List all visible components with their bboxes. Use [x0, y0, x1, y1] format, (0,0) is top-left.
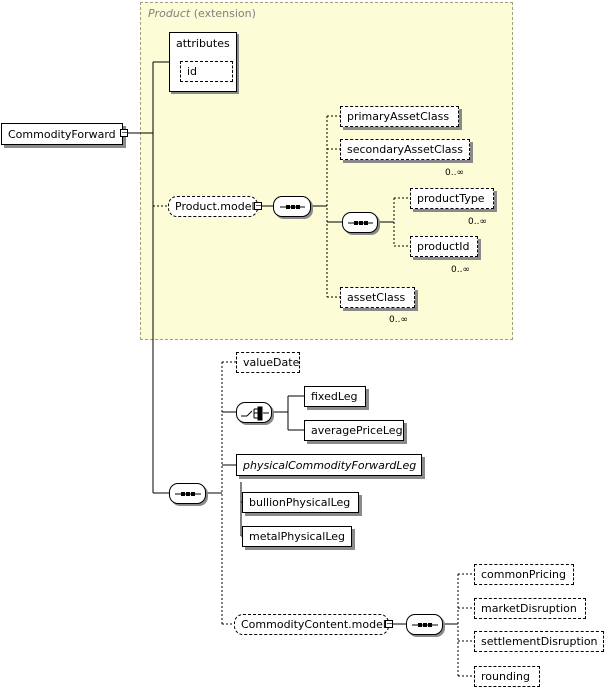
element-bullion-physical-leg[interactable]: bullionPhysicalLeg	[242, 492, 359, 513]
element-label: settlementDisruption	[481, 635, 598, 648]
element-label: rounding	[481, 670, 530, 683]
sequence-compositor-icon[interactable]	[406, 614, 443, 635]
element-market-disruption[interactable]: marketDisruption	[474, 598, 586, 619]
sequence-compositor-icon[interactable]	[273, 196, 311, 217]
collapse-toggle-icon[interactable]: −	[385, 619, 393, 628]
cardinality-label: 0..∞	[468, 217, 487, 227]
commodity-content-label: CommodityContent.model	[241, 618, 386, 631]
element-physical-commodity-forward-leg[interactable]: physicalCommodityForwardLeg	[236, 454, 422, 476]
element-rounding[interactable]: rounding	[474, 666, 540, 687]
element-value-date[interactable]: valueDate	[236, 352, 300, 373]
cardinality-label: 0..∞	[445, 168, 464, 178]
element-label: primaryAssetClass	[347, 110, 450, 123]
cardinality-label: 0..∞	[389, 315, 408, 325]
extension-base: Product	[148, 7, 191, 20]
attribute-id-label: id	[187, 65, 198, 78]
commodity-content-model-group[interactable]: CommodityContent.model	[234, 614, 389, 635]
product-model-label: Product.model	[175, 200, 255, 213]
element-label: bullionPhysicalLeg	[249, 496, 351, 509]
element-metal-physical-leg[interactable]: metalPhysicalLeg	[242, 526, 352, 547]
element-label: marketDisruption	[481, 602, 577, 615]
element-asset-class[interactable]: assetClass	[340, 287, 415, 308]
collapse-toggle-icon[interactable]: −	[120, 128, 128, 137]
choice-compositor-icon[interactable]	[236, 402, 272, 423]
element-common-pricing[interactable]: commonPricing	[474, 564, 574, 585]
element-label: assetClass	[347, 291, 406, 304]
element-label: commonPricing	[481, 568, 566, 581]
element-secondary-asset-class[interactable]: secondaryAssetClass	[340, 139, 470, 160]
element-product-type[interactable]: productType	[410, 188, 494, 209]
extension-suffix: (extension)	[190, 7, 256, 20]
attribute-id[interactable]: id	[180, 61, 233, 82]
sequence-compositor-icon[interactable]	[169, 483, 206, 504]
cardinality-label: 0..∞	[451, 265, 470, 275]
element-label: averagePriceLeg	[311, 424, 403, 437]
sequence-compositor-icon[interactable]	[342, 212, 378, 233]
element-average-price-leg[interactable]: averagePriceLeg	[304, 420, 404, 441]
element-product-id[interactable]: productId	[410, 236, 478, 257]
root-element[interactable]: CommodityForward	[1, 123, 123, 145]
element-label: metalPhysicalLeg	[249, 530, 346, 543]
element-label: productType	[417, 192, 485, 205]
element-label: fixedLeg	[311, 390, 358, 403]
element-fixed-leg[interactable]: fixedLeg	[304, 386, 366, 407]
element-primary-asset-class[interactable]: primaryAssetClass	[340, 106, 459, 127]
element-settlement-disruption[interactable]: settlementDisruption	[474, 631, 604, 652]
collapse-toggle-icon[interactable]: −	[254, 201, 262, 210]
element-label: valueDate	[243, 356, 300, 369]
product-model-group[interactable]: Product.model	[168, 196, 258, 217]
element-label: physicalCommodityForwardLeg	[243, 458, 417, 472]
extension-label: Product (extension)	[148, 7, 256, 20]
element-label: secondaryAssetClass	[347, 143, 464, 156]
root-element-label: CommodityForward	[8, 127, 116, 141]
attributes-label: attributes	[176, 37, 230, 50]
element-label: productId	[417, 240, 470, 253]
